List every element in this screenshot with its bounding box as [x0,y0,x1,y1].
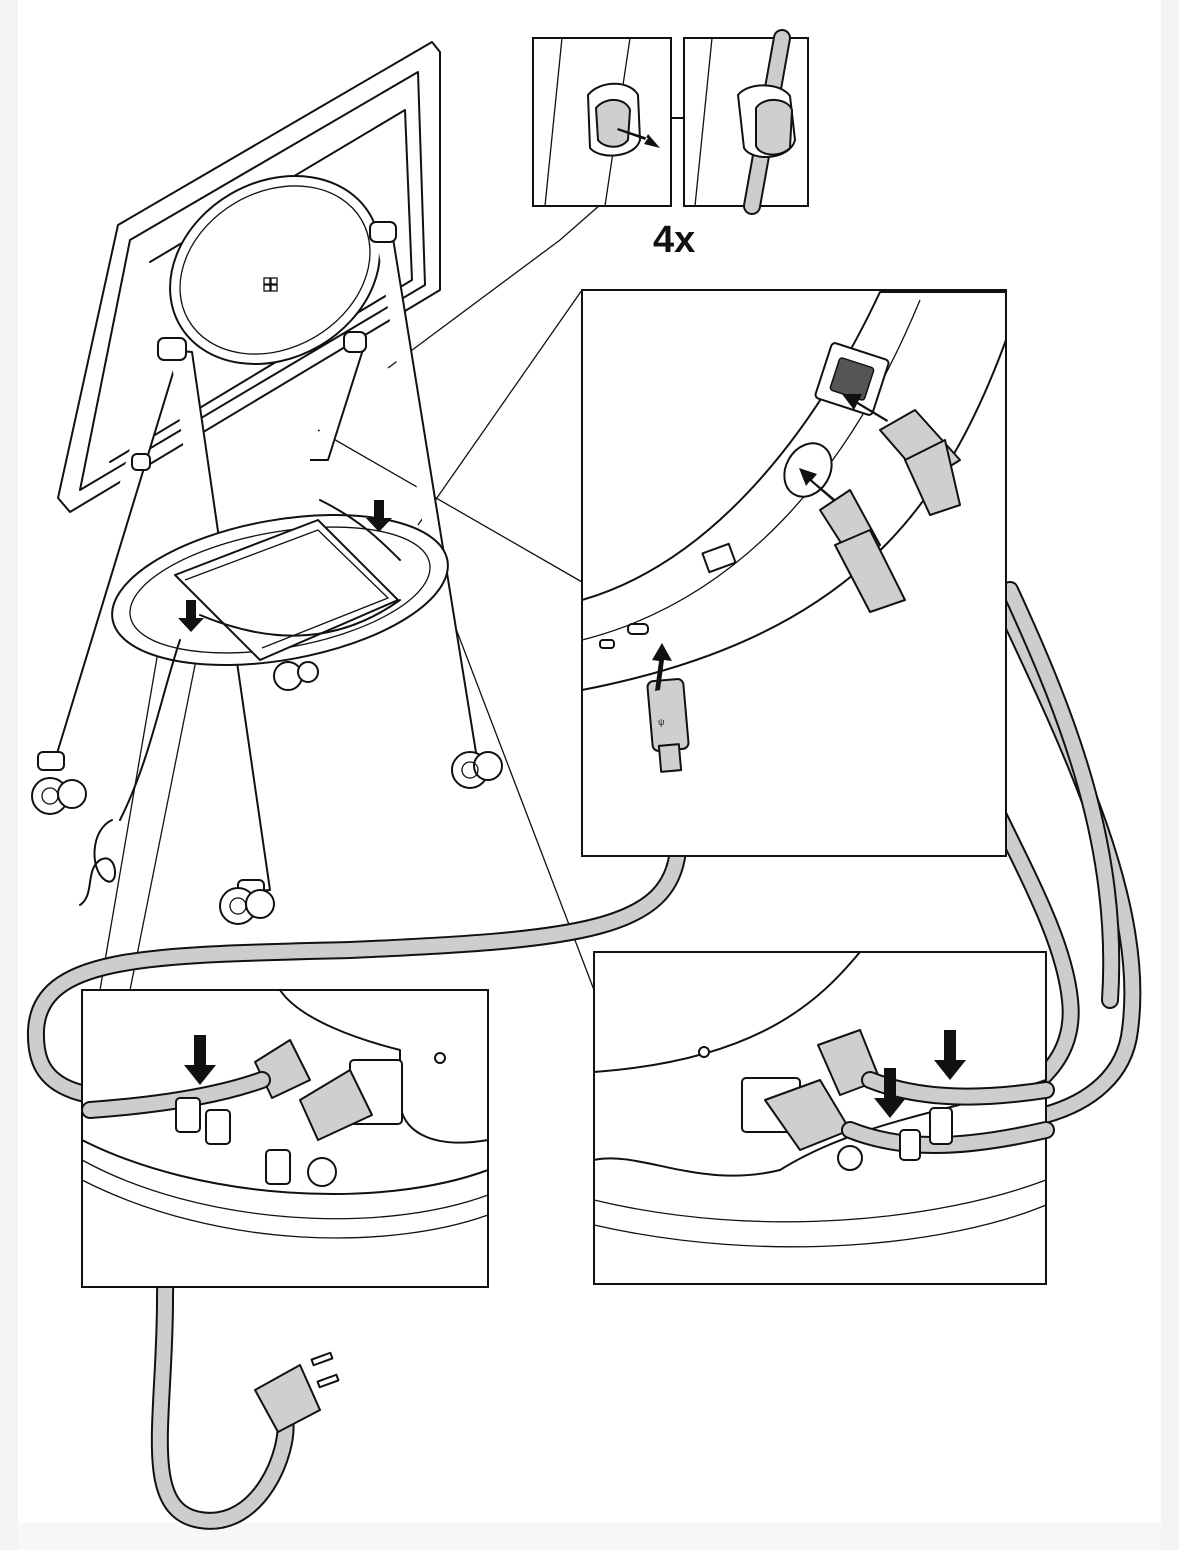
page-margin-right [1161,0,1179,1550]
port-detail-panel: ψ [581,289,1007,857]
stand-assembly [31,41,503,925]
leader-to-left-detail-a [99,639,161,991]
power-cord-descent [119,639,181,821]
down-arrow-icon [184,1035,216,1085]
usb-c-port [627,623,649,635]
leg-clip-4 [131,453,151,471]
left-bottom-detail [81,989,489,1288]
tray-cable-1 [199,599,401,637]
pull-arrow-icon [617,128,660,148]
caster-front-right [219,879,275,925]
caster-back-right [451,751,503,789]
ac-plug-icon [254,1351,340,1433]
leg-clip-3 [343,331,367,353]
clip-detail-panels: 4x [532,29,809,261]
usb-connector: ψ [646,678,690,773]
power-box-edge [184,529,390,649]
power-port [783,442,833,498]
mounting-disc [169,175,381,365]
leader-to-left-detail-b [129,639,201,991]
mounting-disc-rim [179,185,371,355]
coiled-cord [79,819,117,906]
clip-count-label: 4x [653,219,695,261]
power-connector [819,489,906,613]
down-arrow-icon [366,500,392,532]
insert-arrow-icon [842,394,888,422]
insert-arrow-icon [652,643,672,691]
down-arrow-icon [874,1068,906,1118]
tray-cable-2 [319,499,401,561]
leg-back-right [374,227,479,769]
caster-back-left [273,661,319,691]
insert-arrow-icon [799,468,836,501]
caster-front-left [31,751,87,815]
display-inner-bezel [79,71,426,491]
leader-to-port-detail-top [417,289,583,526]
hdmi-connector [879,409,961,516]
leg-clip-2 [369,221,397,243]
ethernet-port [701,542,737,574]
leader-to-port-detail [317,429,583,583]
usb-symbol-icon: ψ [658,717,664,727]
power-plug-left [299,1069,373,1141]
leg-clip-1 [157,337,187,361]
right-bottom-detail [593,951,1055,1285]
page-margin-left [0,0,18,1550]
down-arrow-icon [178,600,204,632]
down-arrow-icon [934,1030,966,1080]
four-squares-logo-icon [263,277,278,292]
leader-to-clip-detail [387,204,601,369]
